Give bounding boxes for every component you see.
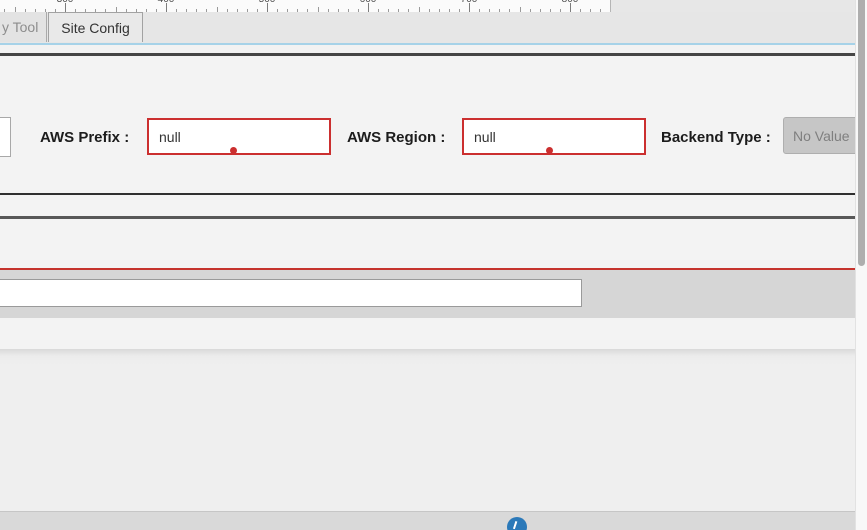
backend-type-label: Backend Type :	[661, 129, 771, 146]
divider-1	[0, 193, 855, 195]
ruler-tick	[65, 3, 66, 12]
ruler-tick	[317, 7, 319, 12]
ruler-tick	[559, 9, 561, 12]
ruler-tick	[246, 9, 248, 12]
backend-type-select[interactable]: No Value	[783, 117, 859, 154]
ruler-tick	[186, 9, 188, 12]
ruler-tick	[95, 9, 97, 12]
ruler-tick	[85, 9, 87, 12]
badge-glyph-icon	[512, 520, 524, 530]
ruler-tick	[196, 9, 198, 12]
ruler-label: 500	[259, 0, 276, 5]
ruler-tick	[256, 9, 258, 12]
ruler-tick	[448, 9, 450, 12]
ruler-tick	[509, 9, 511, 12]
ruler-tick	[206, 9, 208, 12]
ruler-tick	[368, 3, 369, 12]
ruler-tick	[155, 9, 157, 12]
aws-prefix-label: AWS Prefix :	[40, 129, 130, 146]
ruler-tick	[166, 3, 167, 12]
ruler-tick	[4, 9, 6, 12]
divider-2	[0, 216, 855, 219]
ruler-tick	[479, 9, 481, 12]
ruler-tick	[75, 9, 77, 12]
error-dot-icon	[546, 147, 553, 154]
vertical-scrollbar[interactable]	[855, 0, 867, 530]
ruler-tick	[327, 9, 329, 12]
ruler-tick	[297, 9, 299, 12]
ruler-tick	[135, 9, 137, 12]
ruler-label: 700	[461, 0, 478, 5]
ruler-tick	[519, 7, 521, 12]
ruler-tick	[236, 9, 238, 12]
spacer-band	[0, 45, 855, 53]
ruler-tick	[499, 9, 501, 12]
ruler-tick	[307, 9, 309, 12]
ruler-tick	[438, 9, 440, 12]
ruler-tick	[600, 9, 602, 12]
clipped-input-left[interactable]	[0, 117, 11, 157]
ruler-tick	[337, 9, 339, 12]
tabbar-underline	[0, 43, 855, 45]
ruler-tick	[105, 9, 107, 12]
ruler-tick	[267, 3, 268, 12]
bottom-bar	[0, 511, 855, 530]
tab-tool[interactable]: y Tool	[0, 12, 47, 42]
error-dot-icon	[230, 147, 237, 154]
wide-text-input[interactable]	[0, 279, 582, 307]
ruler-tick	[287, 9, 289, 12]
ruler-tick	[145, 9, 147, 12]
ruler-label: 300	[57, 0, 74, 5]
ruler-tick	[469, 3, 470, 12]
ruler-tick	[216, 7, 218, 12]
aws-prefix-input[interactable]	[147, 118, 331, 155]
ruler-label: 400	[158, 0, 175, 5]
lower-panel	[0, 349, 855, 511]
ruler-tick	[418, 7, 420, 12]
divider-top	[0, 53, 855, 56]
scrollbar-thumb[interactable]	[858, 0, 865, 266]
tab-bar: y Tool Site Config	[0, 12, 855, 43]
ruler-tick	[388, 9, 390, 12]
ruler-tick	[277, 9, 279, 12]
ruler-tick	[357, 9, 359, 12]
ruler-tick	[44, 9, 46, 12]
ruler-tick	[580, 9, 582, 12]
ruler-tick	[34, 9, 36, 12]
divider-red	[0, 268, 855, 270]
aws-region-label: AWS Region :	[347, 129, 446, 146]
ruler-tick	[54, 9, 56, 12]
ruler-tick	[347, 9, 349, 12]
aws-region-input[interactable]	[462, 118, 646, 155]
ruler-tick	[24, 9, 26, 12]
ruler-label: 600	[360, 0, 377, 5]
ruler-tick	[529, 9, 531, 12]
ruler-tick	[398, 9, 400, 12]
ruler-tick	[125, 9, 127, 12]
ruler-tick	[428, 9, 430, 12]
tab-site-config[interactable]: Site Config	[48, 12, 143, 42]
ruler-tick	[408, 9, 410, 12]
ruler-tick	[549, 9, 551, 12]
ruler-tick	[115, 7, 117, 12]
ruler-tick	[539, 9, 541, 12]
header-band: 300 400 500 600 700 800 y Tool Site Config	[0, 0, 855, 43]
ruler-tick	[378, 9, 380, 12]
ruler-tick	[226, 9, 228, 12]
ruler-tick	[590, 9, 592, 12]
ruler-tick	[14, 7, 16, 12]
ruler-tick	[176, 9, 178, 12]
ruler-tick	[570, 3, 571, 12]
ruler-label: 800	[562, 0, 579, 5]
bottom-badge-button[interactable]	[507, 517, 527, 530]
ruler-tick	[458, 9, 460, 12]
ruler-tick	[489, 9, 491, 12]
